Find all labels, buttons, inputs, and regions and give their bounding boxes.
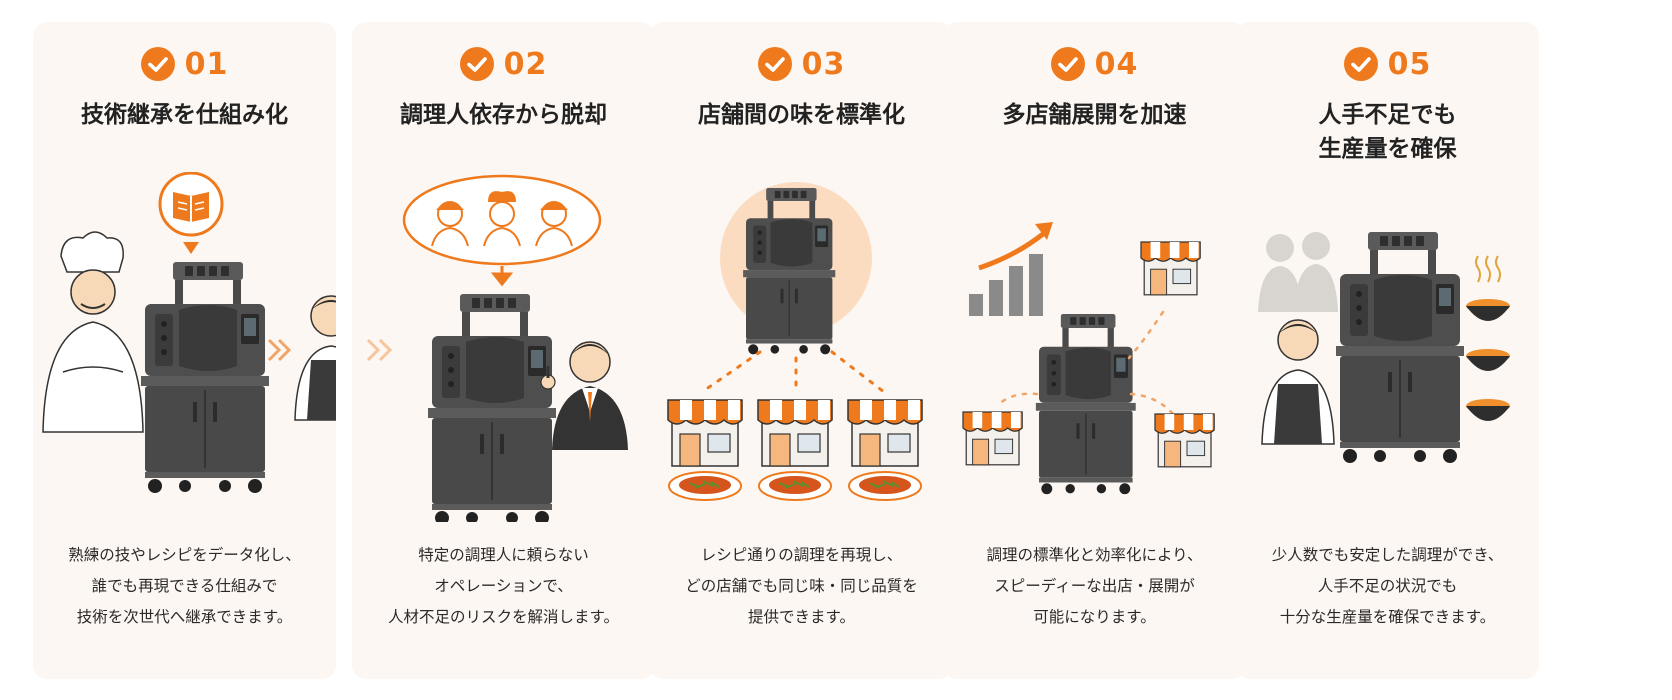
cooking-machine xyxy=(427,293,557,522)
desc-line: 調理の標準化と効率化により、 xyxy=(986,546,1203,564)
distribution-lines xyxy=(700,350,886,394)
card-illustration xyxy=(1258,231,1510,464)
cook-icon xyxy=(1261,319,1335,445)
desc-line: スピーディーな出店・展開が xyxy=(994,577,1195,595)
card-number: 03 xyxy=(801,46,846,82)
desc-line: 特定の調理人に頼らない xyxy=(418,546,589,564)
card-header: 01 xyxy=(33,42,336,86)
chef-icon xyxy=(42,231,144,433)
card-title-line: 生産量を確保 xyxy=(1318,136,1457,162)
desc-line: 熟練の技やレシピをデータ化し、 xyxy=(68,546,301,564)
card-description: レシピ通りの調理を再現し、 どの店舗でも同じ味・同じ品質を 提供できます。 xyxy=(650,540,953,633)
chevron-right-icon xyxy=(267,338,292,362)
card-title: 店舗間の味を標準化 xyxy=(650,98,953,132)
card-description: 熟練の技やレシピをデータ化し、 誰でも再現できる仕組みで 技術を次世代へ継承でき… xyxy=(33,540,336,633)
cook-icon xyxy=(294,295,336,421)
check-circle-icon xyxy=(1343,47,1378,81)
store-icon xyxy=(962,411,1023,466)
desc-line: 誰でも再現できる仕組みで xyxy=(91,577,278,595)
check-circle-icon xyxy=(757,47,792,81)
dish-icon xyxy=(668,471,742,501)
card-header: 03 xyxy=(650,42,953,86)
card-header: 02 xyxy=(352,42,655,86)
check-circle-icon xyxy=(140,47,175,81)
card-illustration xyxy=(962,222,1215,495)
card-number: 04 xyxy=(1094,46,1139,82)
store-icon xyxy=(667,399,743,467)
card-title: 人手不足でも 生産量を確保 xyxy=(1236,98,1539,166)
card-description: 少人数でも安定した調理ができ、 人手不足の状況でも 十分な生産量を確保できます。 xyxy=(1236,540,1539,633)
card-title-line: 調理人依存から脱却 xyxy=(400,102,607,128)
benefit-card-02: 02 調理人依存から脱却 xyxy=(352,22,655,679)
desc-line: 人材不足のリスクを解消します。 xyxy=(388,608,619,626)
card-description: 特定の調理人に頼らない オペレーションで、 人材不足のリスクを解消します。 xyxy=(352,540,655,633)
cook-icon xyxy=(535,201,573,247)
check-circle-icon xyxy=(459,47,494,81)
cooking-machine xyxy=(1335,231,1465,464)
desc-line: 提供できます。 xyxy=(748,608,855,626)
benefit-card-03: 03 店舗間の味を標準化 レシピ通りの調理を再現し、 どの店舗でも同じ味・同じ品… xyxy=(650,22,953,679)
card-title: 多店舗展開を加速 xyxy=(943,98,1246,132)
chevron-right-icon xyxy=(366,338,393,362)
benefit-card-04: 04 多店舗展開を加速 調理の標準化と効率 xyxy=(943,22,1246,679)
cooking-machine xyxy=(140,261,270,494)
store-icon xyxy=(847,399,923,467)
cooking-machine xyxy=(1035,313,1137,495)
store-icon xyxy=(1140,241,1201,296)
desc-line: 少人数でも安定した調理ができ、 xyxy=(1271,546,1504,564)
desc-line: どの店舗でも同じ味・同じ品質を xyxy=(685,577,918,595)
dish-icon xyxy=(758,471,832,501)
card-title: 調理人依存から脱却 xyxy=(352,98,655,132)
benefit-card-05: 05 人手不足でも 生産量を確保 xyxy=(1236,22,1539,679)
cook-icon xyxy=(431,201,469,247)
background-staff xyxy=(1258,232,1338,312)
steam-bowl-icon xyxy=(1466,255,1510,421)
card-title: 技術継承を仕組み化 xyxy=(33,98,336,132)
desc-line: オペレーションで、 xyxy=(434,577,573,595)
card-title-line: 店舗間の味を標準化 xyxy=(698,102,905,128)
desc-line: 人手不足の状況でも xyxy=(1317,577,1458,595)
card-description: 調理の標準化と効率化により、 スピーディーな出店・展開が 可能になります。 xyxy=(943,540,1246,633)
recipe-book-icon xyxy=(158,172,224,254)
dish-icon xyxy=(848,471,922,501)
card-title-line: 人手不足でも xyxy=(1318,102,1457,128)
card-illustration xyxy=(42,172,336,494)
card-number: 01 xyxy=(184,46,229,82)
desc-line: レシピ通りの調理を再現し、 xyxy=(700,546,903,564)
card-title-line: 技術継承を仕組み化 xyxy=(81,102,288,128)
card-header: 04 xyxy=(943,42,1246,86)
card-illustration xyxy=(667,182,923,501)
check-circle-icon xyxy=(1050,47,1085,81)
desc-line: 技術を次世代へ継承できます。 xyxy=(76,608,293,626)
businessman-icon xyxy=(540,341,628,450)
card-number: 05 xyxy=(1387,46,1432,82)
desc-line: 十分な生産量を確保できます。 xyxy=(1279,608,1496,626)
store-icon xyxy=(1154,413,1215,468)
desc-line: 可能になります。 xyxy=(1033,608,1156,626)
growth-chart-icon xyxy=(969,222,1053,316)
store-icon xyxy=(757,399,833,467)
benefit-card-01: 01 技術継承を仕組み化 xyxy=(33,22,336,679)
card-illustration xyxy=(366,174,628,522)
card-header: 05 xyxy=(1236,42,1539,86)
card-title-line: 多店舗展開を加速 xyxy=(1002,102,1187,128)
card-number: 02 xyxy=(503,46,548,82)
chef-icon xyxy=(483,191,521,247)
cooks-thought-bubble xyxy=(402,174,602,287)
